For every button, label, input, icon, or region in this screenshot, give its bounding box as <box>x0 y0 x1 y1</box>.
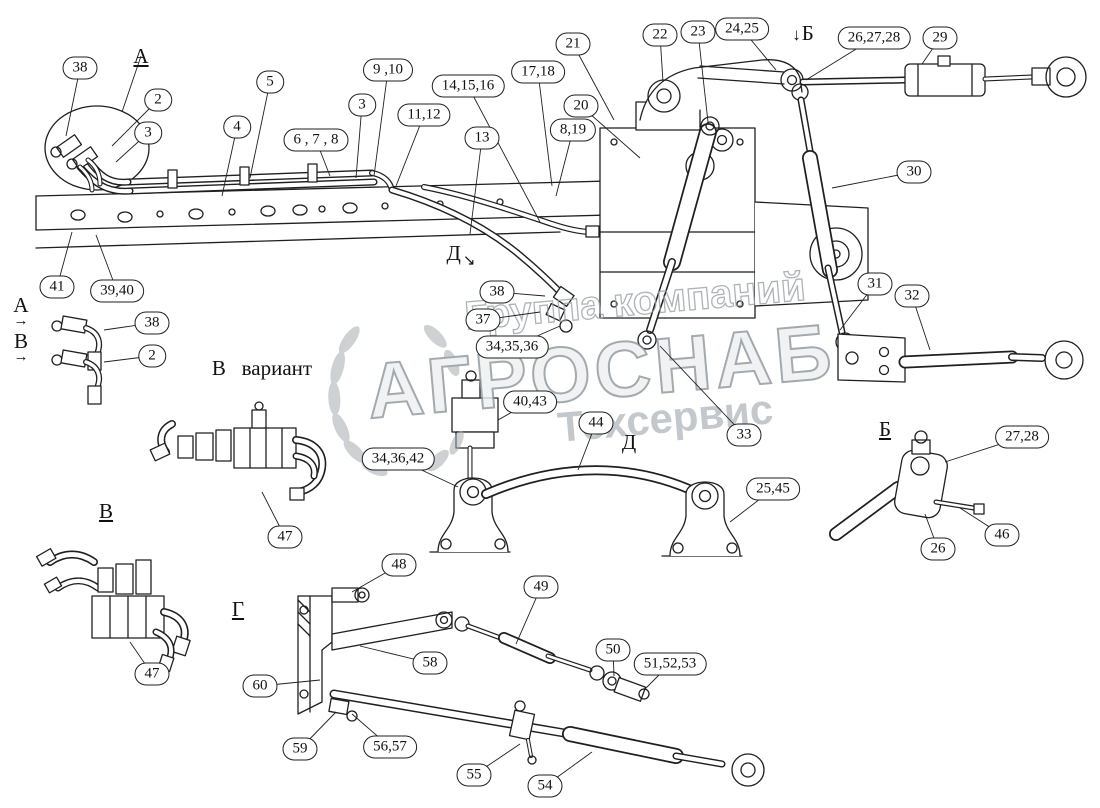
callout-44: 44 <box>578 411 614 435</box>
view-v-left: В→ <box>13 329 29 365</box>
callout-17-18: 17,18 <box>511 60 565 84</box>
cross-shaft-assembly <box>429 465 743 557</box>
callout-49: 49 <box>523 575 559 599</box>
callout-55: 55 <box>456 763 492 787</box>
callout-54: 54 <box>527 774 563 798</box>
callout-14-15-16: 14,15,16 <box>431 74 505 98</box>
callout-13: 13 <box>464 126 500 150</box>
callout-9-10: 9 ,10 <box>363 58 413 82</box>
callout-25-45: 25,45 <box>746 477 800 501</box>
callout-32: 32 <box>894 284 930 308</box>
view-v-section: В <box>98 499 114 523</box>
callout-30: 30 <box>896 160 932 184</box>
callout-27-28: 27,28 <box>995 425 1049 449</box>
view-direction-arrow-icon: ↘ <box>462 253 476 270</box>
fittings-a-b-views <box>51 315 103 405</box>
callout-58: 58 <box>412 651 448 675</box>
callout-46: 46 <box>984 523 1020 547</box>
callout-26: 26 <box>920 537 956 561</box>
callout-50: 50 <box>595 638 631 662</box>
callout-40-43: 40,43 <box>503 390 557 414</box>
watermark-wreath-icon <box>328 324 464 477</box>
callout-37: 37 <box>465 308 501 332</box>
callout-38: 38 <box>479 280 515 304</box>
callout-22: 22 <box>642 23 678 47</box>
callout-3: 3 <box>348 93 376 117</box>
view-a-top: А <box>133 44 149 68</box>
view-a-left: А→ <box>13 293 29 329</box>
callout-21: 21 <box>555 32 591 56</box>
callout-24-25: 24,25 <box>715 17 769 41</box>
callout-38: 38 <box>62 56 98 80</box>
callout-3: 3 <box>134 121 162 145</box>
callout-47: 47 <box>134 662 170 686</box>
callout-11-12: 11,12 <box>397 103 451 127</box>
callout-48: 48 <box>381 553 417 577</box>
callout-4: 4 <box>223 115 251 139</box>
view-direction-arrow-icon: → <box>13 313 29 329</box>
callout-56-57: 56,57 <box>363 735 417 759</box>
manifold-view-v <box>35 548 191 673</box>
callout-29: 29 <box>922 26 958 50</box>
pipes-descending <box>388 184 600 333</box>
variant-label: В вариант <box>211 356 313 380</box>
callout-6-7-8: 6 , 7 , 8 <box>283 128 349 152</box>
view-a-circle <box>44 105 150 191</box>
view-direction-arrow-icon: ↓ <box>792 25 801 44</box>
callout-20: 20 <box>563 94 599 118</box>
callout-2: 2 <box>144 88 172 112</box>
view-d-section: Д <box>621 430 637 454</box>
view-g-section: Г <box>231 597 245 621</box>
callout-23: 23 <box>680 20 716 44</box>
fittings-view-a <box>50 134 103 193</box>
mid-cylinder <box>637 116 720 350</box>
top-cylinder <box>799 55 1087 98</box>
view-d-mid: Д↘ <box>446 240 476 270</box>
callout-26-27-28: 26,27,28 <box>837 26 911 50</box>
view-direction-arrow-icon: → <box>13 349 29 365</box>
callout-39-40: 39,40 <box>90 279 144 303</box>
lower-link <box>837 333 1084 383</box>
linkage-view-g <box>297 587 765 787</box>
rocker-assembly <box>639 59 804 152</box>
callout-38: 38 <box>134 311 170 335</box>
callout-51-52-53: 51,52,53 <box>633 652 707 676</box>
callout-47: 47 <box>267 525 303 549</box>
callout-33: 33 <box>726 423 762 447</box>
callout-34-36-42: 34,36,42 <box>361 447 435 471</box>
callout-8-19: 8,19 <box>549 118 597 142</box>
callout-41: 41 <box>39 275 75 299</box>
view-b-section: Б <box>878 417 892 441</box>
callout-34-35-36: 34,35,36 <box>475 335 549 359</box>
view-b-arrow-top: ↓Б <box>792 21 814 45</box>
callout-31: 31 <box>857 272 893 296</box>
manifold-variant <box>149 401 327 501</box>
callout-2: 2 <box>138 344 166 368</box>
frame-rail <box>35 179 649 249</box>
detail-b-knuckle <box>829 430 985 541</box>
callout-60: 60 <box>242 674 278 698</box>
callout-5: 5 <box>256 70 284 94</box>
callout-59: 59 <box>282 737 318 761</box>
